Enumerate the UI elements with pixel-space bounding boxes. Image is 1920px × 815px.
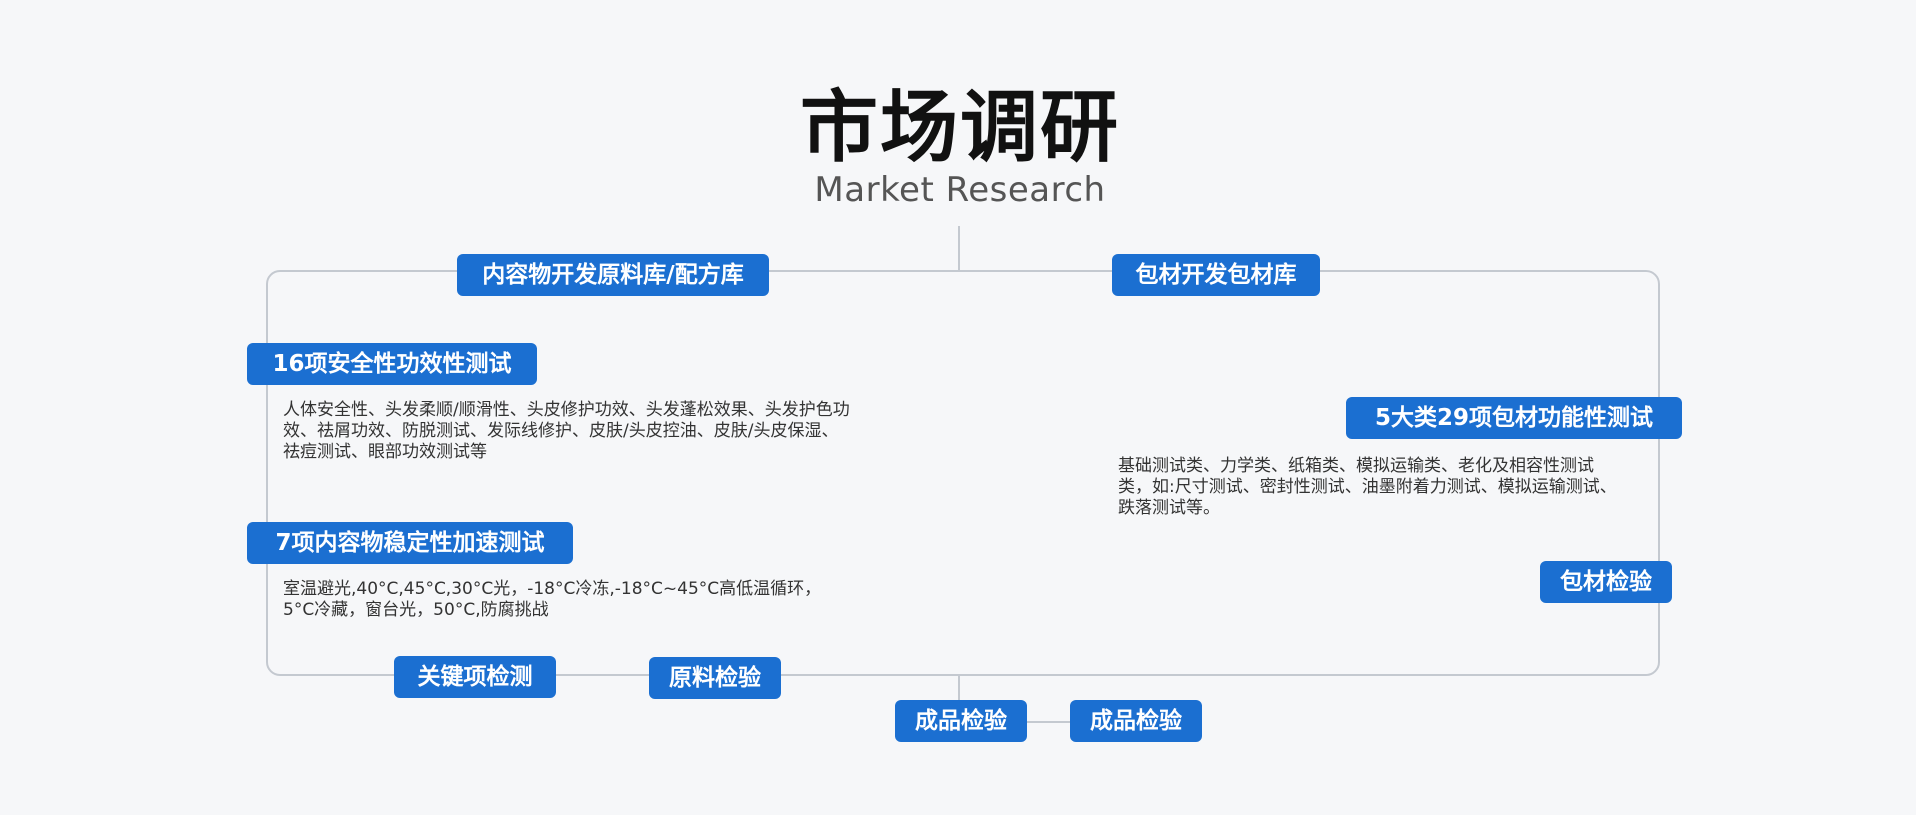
packaging-test-description: 基础测试类、力学类、纸箱类、模拟运输类、老化及相容性测试 类，如:尺寸测试、密封… [1118,456,1617,519]
packaging-library-tag: 包材开发包材库 [1112,254,1320,296]
bottom-connector [958,676,960,722]
stability-test-tag: 7项内容物稳定性加速测试 [247,522,573,564]
stability-desc-line: 5°C冷藏，窗台光，50°C,防腐挑战 [283,600,549,620]
finished-inspection-tag-1: 成品检验 [895,700,1027,742]
packaging-function-test-tag: 5大类29项包材功能性测试 [1346,397,1682,439]
title-connector [958,226,960,271]
stability-desc-line: 室温避光,40°C,45°C,30°C光，-18°C冷冻,-18°C~45°C高… [283,579,822,599]
safety-desc-line: 祛痘测试、眼部功效测试等 [283,442,487,462]
finished-connector [1026,721,1072,723]
finished-inspection-tag-2: 成品检验 [1070,700,1202,742]
page-subtitle: Market Research [814,170,1106,210]
packaging-desc-line: 类，如:尺寸测试、密封性测试、油墨附着力测试、模拟运输测试、 [1118,477,1617,497]
packaging-desc-line: 跌落测试等。 [1118,498,1220,518]
page-title: 市场调研 [799,83,1120,173]
stability-test-description: 室温避光,40°C,45°C,30°C光，-18°C冷冻,-18°C~45°C高… [283,579,821,621]
raw-material-inspection-tag: 原料检验 [649,657,781,699]
formula-library-tag: 内容物开发原料库/配方库 [457,254,769,296]
process-frame [266,270,1660,676]
safety-desc-line: 效、祛屑功效、防脱测试、发际线修护、皮肤/头皮控油、皮肤/头皮保湿、 [283,421,839,441]
safety-test-tag: 16项安全性功效性测试 [247,343,537,385]
packaging-inspection-tag: 包材检验 [1540,561,1672,603]
key-item-inspection-tag: 关键项检测 [394,656,556,698]
safety-test-description: 人体安全性、头发柔顺/顺滑性、头皮修护功效、头发蓬松效果、头发护色功 效、祛屑功… [283,400,850,463]
packaging-desc-line: 基础测试类、力学类、纸箱类、模拟运输类、老化及相容性测试 [1118,456,1594,476]
page-edge [1916,0,1920,815]
safety-desc-line: 人体安全性、头发柔顺/顺滑性、头皮修护功效、头发蓬松效果、头发护色功 [283,400,850,420]
